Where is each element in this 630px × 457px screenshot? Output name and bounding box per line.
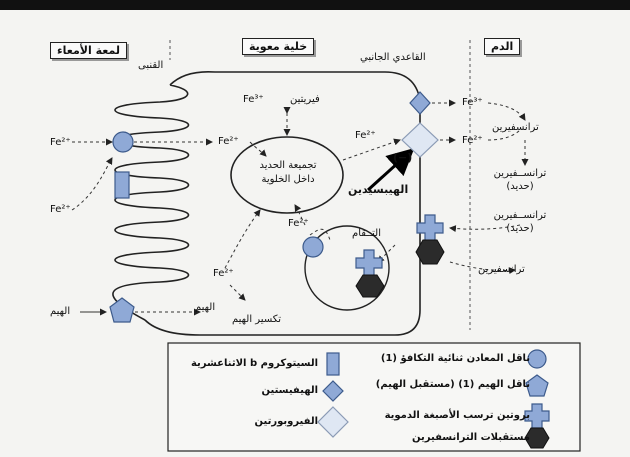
hephaestin: [409, 91, 431, 115]
transferrin-label-1: ترانسفيرين: [492, 122, 539, 133]
iron-pool-label-1: تجميعة الحديد: [259, 160, 317, 171]
fe3-blood-label: Fe³⁺: [462, 97, 483, 108]
fe2-cell-right-label: Fe²⁺: [355, 130, 376, 141]
holo-transferrin-label-1: ترانســفيرين: [493, 168, 547, 179]
heme-cell-label: الهيم: [195, 302, 216, 313]
heme-breakdown-label: تكسير الهيم: [232, 314, 282, 325]
fe2-heme-label: Fe²⁺: [213, 268, 234, 279]
heme-lumen-label: الهيم: [50, 306, 71, 317]
region-lumen-tag: لمعة الأمعاء: [50, 42, 127, 59]
fe2-endosome-label: Fe²⁺: [288, 218, 309, 229]
dmt1-endosome: [302, 236, 324, 258]
region-cell-tag: خلية معوية: [242, 38, 315, 55]
scan-edge: [0, 0, 630, 10]
hfe-protein-endosome: [355, 249, 383, 277]
arrow-fe2-from-heme: [229, 284, 246, 301]
legend-text-hexagon: مستقبلات الترانسفيرين: [412, 432, 530, 443]
endocytosis-label: التــقام: [352, 228, 381, 239]
legend-text-diamond: الهيفيستين: [261, 385, 318, 396]
endosome-circle: [304, 225, 390, 311]
region-blood-tag: الدم: [484, 38, 521, 55]
legend-text-pentagon: ناقل الهيم (1) (مستقبل الهيم): [375, 379, 530, 390]
hepcidin-minus-label: (−): [393, 151, 413, 164]
legend-text-rectangle: السيتوكروم b الاثناعشرية: [190, 358, 318, 369]
legend-icon-pentagon: [525, 374, 549, 397]
hepcidin-arrow: [366, 147, 415, 192]
dcytb-reductase: [114, 171, 130, 199]
arrow-heme-to-pool: [224, 209, 261, 269]
legend-box: [167, 342, 581, 452]
arrow-endosome-to-pool: [294, 204, 306, 226]
arrow-fe2-to-pool: [249, 141, 267, 157]
holo-transferrin-sub-2: (حديد): [506, 223, 534, 234]
ferroportin: [401, 122, 439, 158]
iron-pool-label-2: داخل الخلوية: [261, 174, 315, 185]
legend-icon-diamond: [322, 380, 344, 402]
transferrin-label-2: ترانسفيرين: [478, 264, 525, 275]
transferrin-receptor-endosome: [355, 274, 385, 298]
hepcidin-label: الهيبسيدين: [348, 183, 409, 196]
fe2-lumen-bottom-label: Fe²⁺: [50, 204, 71, 215]
legend-text-circle: ناقل المعادن ثنائية التكافؤ (1): [380, 353, 530, 364]
iron-pool-ellipse: [230, 136, 344, 214]
arrow-apo-transferrin-out: [449, 261, 516, 275]
legend-icon-pale-diamond: [317, 406, 349, 438]
arrow-endosome-fe2: [309, 228, 331, 241]
arrow-pool-to-ferroportin: [342, 138, 401, 161]
dmt1-transporter: [112, 131, 134, 153]
transferrin-receptor-membrane: [415, 239, 445, 265]
ferritin-label: فيريتين: [290, 94, 320, 105]
legend-text-pale-diamond: الفيروبورتين: [254, 416, 318, 427]
hcp1-heme-carrier: [109, 297, 135, 323]
cell-membrane: [112, 70, 421, 336]
fe2-blood-label: Fe²⁺: [462, 135, 483, 146]
fe3-ferritin-label: Fe³⁺: [243, 94, 264, 105]
arrow-fe3-reduction: [71, 157, 113, 211]
legend-icon-circle: [527, 349, 547, 369]
hfe-protein-membrane: [416, 214, 444, 242]
basolateral-label: القاعدي الجانبي: [360, 52, 426, 63]
holo-transferrin-sub-1: (حديد): [506, 181, 534, 192]
holo-transferrin-label-2: ترانســفيرين: [493, 210, 547, 221]
arrow-fe2-blood: [487, 129, 521, 141]
legend-text-cross: بروتين ترسب الأصبغة الدموية: [384, 410, 530, 421]
brush-border-label: القنبى: [138, 60, 164, 71]
legend-icon-hexagon: [524, 427, 550, 449]
legend-icon-rectangle: [326, 352, 340, 376]
fe2-lumen-top-label: Fe²⁺: [50, 137, 71, 148]
arrow-fe3-to-transferrin: [487, 102, 526, 121]
fe2-cell-left-label: Fe²⁺: [218, 136, 239, 147]
arrow-holo-transferrin-to-receptor: [449, 224, 521, 233]
